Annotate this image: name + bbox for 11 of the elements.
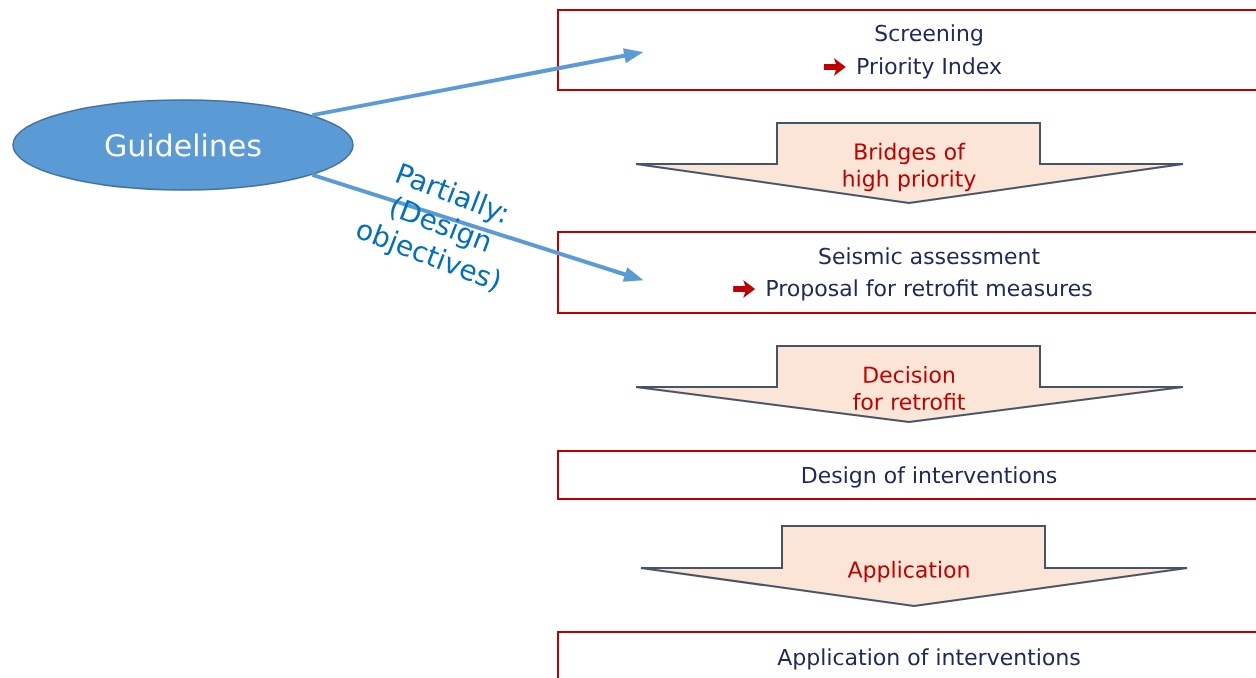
block-arrow <box>640 525 1188 607</box>
block-arrow <box>635 345 1184 423</box>
process-box: Design of interventions <box>557 450 1256 500</box>
edge-label: Application <box>847 560 969 583</box>
process-box: Application of interventions <box>557 631 1256 678</box>
process-box: Seismic assessment Proposal for retrofit measures <box>557 231 1256 314</box>
block-arrow <box>635 122 1184 204</box>
process-box: Screening Priority Index <box>557 9 1256 91</box>
ellipse-node: Guidelines <box>12 99 354 191</box>
edge-label: Bridges of high priority <box>843 142 976 192</box>
edge-label: Decision for retrofit <box>853 366 965 410</box>
